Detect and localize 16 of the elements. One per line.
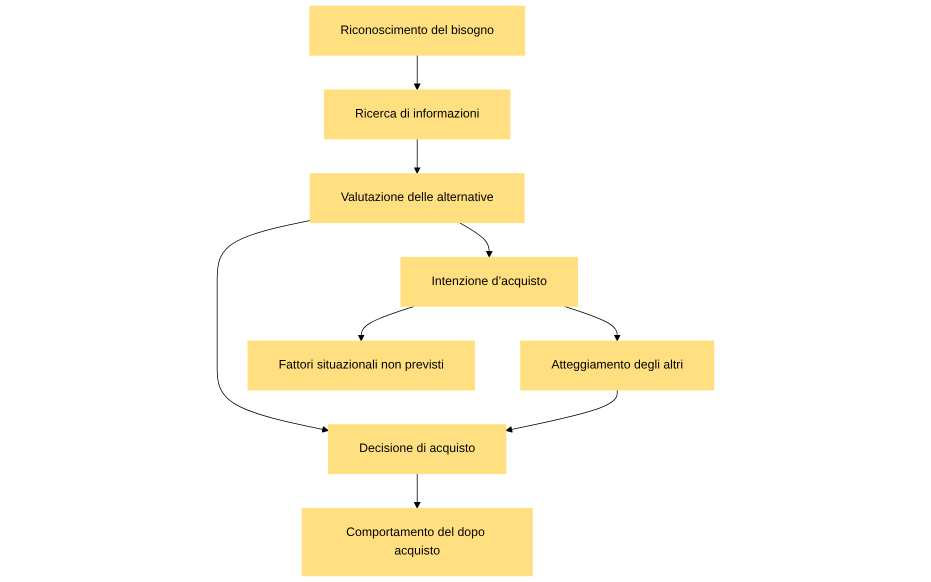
node-box: Valutazione delle alternative xyxy=(310,173,525,224)
node-box: Riconoscimento del bisogno xyxy=(309,6,526,56)
arrow xyxy=(459,222,493,258)
node-box: Ricerca di informazioni xyxy=(324,89,510,140)
arrow xyxy=(216,220,329,433)
arrow xyxy=(414,54,421,90)
arrow xyxy=(414,138,421,174)
node-box: Comportamento del dopo acquisto xyxy=(302,508,533,576)
arrow xyxy=(414,473,421,509)
arrow xyxy=(564,306,621,342)
node-box: Decisione di acquisto xyxy=(328,424,506,474)
node-box: Intenzione d’acquisto xyxy=(400,256,578,307)
arrow xyxy=(358,306,414,342)
node-box: Atteggiamento degli altri xyxy=(520,340,714,390)
arrow xyxy=(506,390,618,433)
node-box: Fattori situazionali non previsti xyxy=(248,340,475,390)
